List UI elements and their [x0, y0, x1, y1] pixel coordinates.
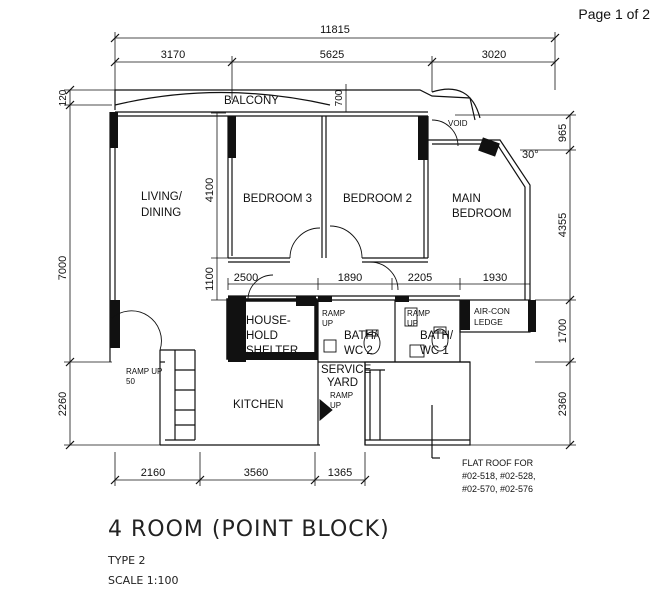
- dim-right-2: 4355: [557, 213, 569, 237]
- balcony-curve: [114, 91, 331, 106]
- dim-left-total: 7000: [57, 256, 69, 280]
- bedroom3-label: BEDROOM 3: [243, 193, 312, 205]
- fixtures: [319, 307, 449, 421]
- title-block: 4 ROOM (POINT BLOCK) TYPE 2 SCALE 1:100: [107, 517, 390, 587]
- dim-mid-4: 1930: [483, 272, 507, 284]
- door-swings: [111, 119, 459, 351]
- service-yard-label-2: YARD: [327, 377, 358, 389]
- dim-angle: 30°: [522, 149, 539, 161]
- dimension-lines: [64, 32, 576, 486]
- kitchen-label: KITCHEN: [233, 399, 283, 411]
- up-label-bath1: UP: [407, 319, 418, 328]
- aircon-label-1: AIR-CON: [474, 306, 510, 316]
- dim-overall: 11815: [320, 24, 350, 36]
- dim-bed-4100: 4100: [204, 178, 216, 202]
- shelter-label-1: HOUSE-: [246, 315, 291, 327]
- dimension-labels: 11815 3170 5625 3020 7000 120 2260 4100 …: [57, 24, 569, 479]
- dim-bottom-2: 3560: [244, 467, 268, 479]
- main-bedroom-label-1: MAIN: [452, 193, 481, 205]
- dim-left-2260: 2260: [57, 392, 69, 416]
- balcony-outline: [114, 89, 476, 121]
- dim-left-120: 120: [58, 89, 69, 106]
- bath2-label-1: BATH/: [344, 330, 378, 342]
- dim-mid-2: 1890: [338, 272, 362, 284]
- walls: [109, 88, 531, 459]
- dim-bottom-1: 2160: [141, 467, 165, 479]
- ramp-label-yard: RAMP: [330, 391, 353, 400]
- ramp-50-label: 50: [126, 377, 135, 386]
- plan-scale: SCALE 1:100: [108, 574, 178, 587]
- up-label-bath2: UP: [322, 319, 333, 328]
- plan-type: TYPE 2: [107, 554, 146, 567]
- ramp-labels: RAMP UP RAMP UP RAMP UP RAMP UP 50: [126, 309, 430, 410]
- bath1-label-2: WC 1: [420, 345, 449, 357]
- shelter-label-2: HOLD: [246, 330, 278, 342]
- balcony-label: BALCONY: [224, 95, 279, 107]
- dim-top-2: 5625: [320, 49, 344, 61]
- ramp-up-label-living: RAMP UP: [126, 367, 162, 376]
- bedroom2-label: BEDROOM 2: [343, 193, 412, 205]
- flat-roof-line2: #02-518, #02-528,: [462, 471, 536, 481]
- dim-top-3: 3020: [482, 49, 506, 61]
- dim-top-1: 3170: [161, 49, 185, 61]
- room-labels: BALCONY LIVING/ DINING BEDROOM 3 BEDROOM…: [141, 95, 511, 411]
- ramp-label-bath1: RAMP: [407, 309, 430, 318]
- service-yard-label-1: SERVICE: [321, 364, 372, 376]
- shelter-label-3: SHELTER: [246, 345, 298, 357]
- dim-balcony-700: 700: [334, 89, 345, 106]
- up-label-yard: UP: [330, 401, 341, 410]
- living-label-2: DINING: [141, 207, 181, 219]
- aircon-label-2: LEDGE: [474, 317, 503, 327]
- living-label-1: LIVING/: [141, 191, 183, 203]
- dim-right-1: 965: [557, 124, 569, 142]
- page-label: Page 1 of 2: [578, 6, 650, 22]
- dim-mid-3: 2205: [408, 272, 432, 284]
- dim-bottom-3: 1365: [328, 467, 352, 479]
- plan-title: 4 ROOM (POINT BLOCK): [108, 517, 390, 542]
- bath1-label-1: BATH/: [420, 330, 454, 342]
- ramp-label-bath2: RAMP: [322, 309, 345, 318]
- dimension-ticks: [65, 33, 575, 485]
- dim-mid-1: 2500: [234, 272, 258, 284]
- heavy-walls: [110, 112, 536, 362]
- void-label: VOID: [448, 119, 468, 128]
- dim-right-3: 1700: [557, 319, 569, 343]
- flat-roof-line3: #02-570, #02-576: [462, 484, 533, 494]
- flat-roof-line1: FLAT ROOF FOR: [462, 458, 534, 468]
- dim-right-4: 2360: [557, 392, 569, 416]
- bath2-label-2: WC 2: [344, 345, 373, 357]
- dim-bed-1100: 1100: [204, 267, 216, 291]
- main-bedroom-label-2: BEDROOM: [452, 208, 511, 220]
- flat-roof-note: FLAT ROOF FOR #02-518, #02-528, #02-570,…: [462, 458, 536, 494]
